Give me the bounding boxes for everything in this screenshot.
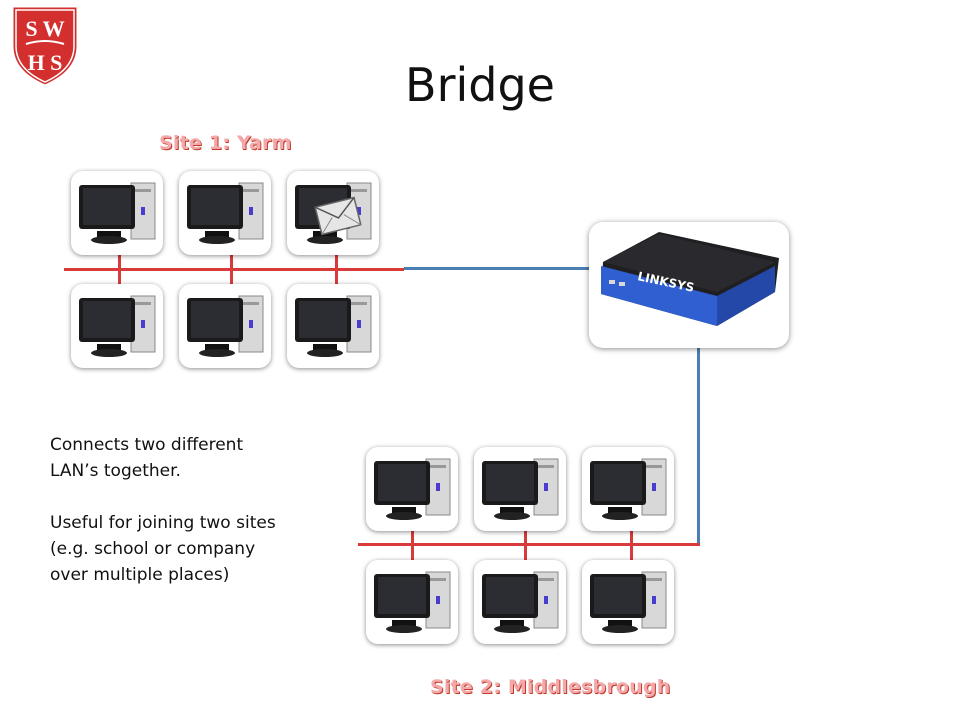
email-envelope-icon: [314, 196, 362, 236]
site2-drop-wire: [524, 530, 527, 560]
slide-title: Bridge: [405, 58, 555, 112]
computer-icon: [71, 171, 163, 255]
logo-text-bottom: H S: [28, 50, 63, 75]
description-para2: Useful for joining two sites (e.g. schoo…: [50, 513, 276, 585]
computer-icon: [582, 560, 674, 644]
computer-icon: [582, 447, 674, 531]
bridge-device: LINKSYS: [589, 222, 789, 348]
computer-icon: [179, 284, 271, 368]
computer-icon: [366, 560, 458, 644]
bridge-link-wire: [697, 346, 700, 545]
computer-icon: [474, 447, 566, 531]
site1-drop-wire: [230, 254, 233, 284]
school-shield-logo: S W H S: [10, 4, 80, 88]
computer-icon: [474, 560, 566, 644]
bridge-link-wire: [404, 267, 590, 270]
site1-lan-wire: [64, 268, 404, 271]
computer-icon: [366, 447, 458, 531]
computer-icon: [287, 284, 379, 368]
site2-drop-wire: [630, 530, 633, 560]
description-para1: Connects two different LAN’s together.: [50, 435, 244, 481]
linksys-router-icon: LINKSYS: [601, 232, 779, 326]
description: Connects two different LAN’s together. U…: [50, 432, 290, 614]
site2-lan-wire: [358, 543, 700, 546]
site1-label: Site 1: Yarm: [159, 132, 292, 154]
logo-text-top: S W: [25, 16, 64, 41]
site1-drop-wire: [118, 254, 121, 284]
site2-label: Site 2: Middlesbrough: [430, 676, 671, 698]
computer-icon: [179, 171, 271, 255]
site2-drop-wire: [411, 530, 414, 560]
computer-icon: [71, 284, 163, 368]
site1-drop-wire: [335, 254, 338, 284]
